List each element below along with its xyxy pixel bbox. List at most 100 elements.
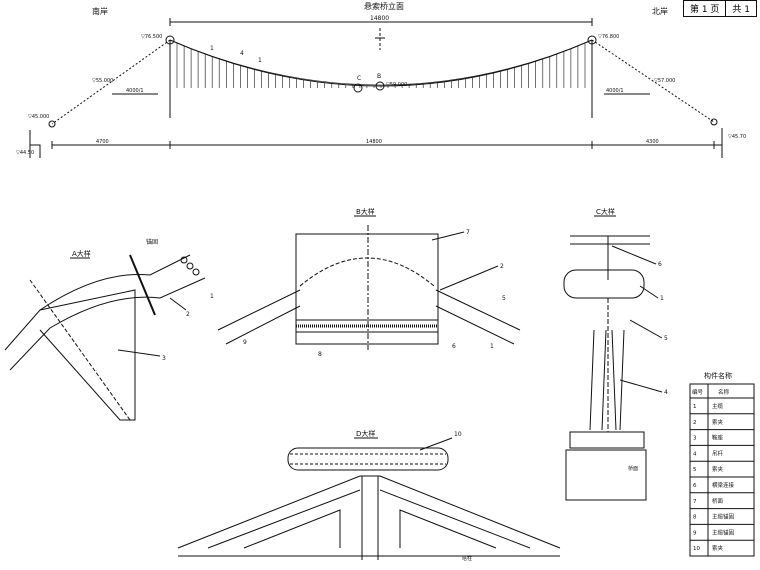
span-left: 4700 bbox=[96, 139, 109, 145]
mark-c: C bbox=[357, 75, 361, 82]
legend-row-no: 9 bbox=[693, 530, 697, 536]
detail-b-label-5: 5 bbox=[502, 295, 506, 302]
elev-mid-right: ▽57.000 bbox=[654, 78, 675, 84]
span-mid: 14800 bbox=[366, 139, 382, 145]
node-c bbox=[353, 83, 363, 93]
tower-inner-d bbox=[207, 489, 531, 549]
legend-row-name: 主缆 bbox=[712, 402, 724, 410]
saddle-left bbox=[165, 35, 175, 45]
legend-header-no: 编号 bbox=[692, 388, 704, 396]
legend-row-no: 1 bbox=[693, 404, 697, 410]
anchor-left bbox=[48, 120, 56, 128]
mark-b: B bbox=[377, 73, 381, 80]
detail-c-label-5: 5 bbox=[664, 335, 668, 342]
slope-right: 4000/1 bbox=[606, 88, 624, 94]
ground-right bbox=[712, 128, 723, 158]
cable-left-b bbox=[217, 289, 301, 345]
saddle-body-a bbox=[39, 289, 136, 421]
clamp-body-c bbox=[563, 269, 645, 299]
detail-a-label-1: 1 bbox=[210, 293, 214, 300]
right-bank-label: 北岸 bbox=[652, 7, 668, 16]
legend-title: 构件名称 bbox=[704, 371, 732, 380]
legend-row-name: 主缆锚固 bbox=[712, 528, 735, 536]
legend-row-name: 索夹 bbox=[712, 544, 724, 552]
ground-left bbox=[29, 130, 41, 158]
clamp-body-d bbox=[287, 447, 449, 471]
legend-row-no: 10 bbox=[693, 546, 700, 552]
detail-c: C大样 6 1 5 4 桥面 bbox=[563, 207, 668, 501]
backstay-right bbox=[591, 39, 715, 123]
detail-a-label-3: 3 bbox=[162, 355, 166, 362]
span-right: 4300 bbox=[646, 139, 659, 145]
slope-left: 4000/1 bbox=[126, 88, 144, 94]
hanger-socket-c bbox=[569, 431, 645, 449]
detail-b-label-7: 7 bbox=[466, 229, 470, 236]
detail-c-label-deck: 桥面 bbox=[628, 465, 638, 472]
legend-row-no: 4 bbox=[693, 451, 697, 457]
detail-c-title: C大样 bbox=[596, 207, 615, 216]
legend-row-name: 横梁连接 bbox=[712, 481, 735, 489]
legend-row-no: 5 bbox=[693, 467, 697, 473]
saddle-block-b bbox=[295, 233, 439, 345]
legend-row-name: 桥面 bbox=[712, 497, 724, 505]
elev-top-right: ▽76.800 bbox=[598, 34, 619, 40]
detail-b: B大样 7 2 5 1 9 6 8 bbox=[217, 207, 521, 358]
detail-b-label-1: 1 bbox=[490, 343, 494, 350]
detail-a-label-anchor: 锚固 bbox=[146, 238, 158, 246]
elevation-title: 悬索桥立面 bbox=[364, 1, 404, 11]
backstay-left bbox=[51, 39, 171, 125]
hanger-label-1b: 1 bbox=[258, 57, 262, 64]
saddle-right bbox=[587, 35, 597, 45]
legend-row-name: 鞍座 bbox=[712, 434, 724, 442]
legend-row-name: 索夹 bbox=[712, 465, 724, 473]
legend-row-name: 索夹 bbox=[712, 418, 724, 426]
legend-row-name: 吊杆 bbox=[712, 449, 724, 457]
elev-low-left: ▽45.000 bbox=[28, 114, 49, 120]
legend-row-no: 7 bbox=[693, 499, 697, 505]
cable-right-b bbox=[435, 289, 521, 345]
legend-row-no: 8 bbox=[693, 515, 697, 521]
detail-d: D大样 10 塔柱 bbox=[177, 429, 561, 562]
legend-table: 构件名称 编号 名称 1 主缆 2 索夹 3 鞍座 4 吊杆 5 索夹 6 横梁连接 7 桥面 8 主缆锚固 9… bbox=[689, 371, 755, 557]
anchor-right bbox=[710, 118, 718, 126]
detail-a: A大样 锚固 1 2 3 bbox=[4, 238, 214, 421]
elevation-view: 南岸 北岸 悬索桥立面 14800 ▽76.500 ▽76.800 C B ▽5… bbox=[16, 1, 746, 158]
elev-top-left: ▽76.500 bbox=[141, 34, 162, 40]
legend-row-no: 6 bbox=[693, 483, 697, 489]
elev-ground-right: ▽45.70 bbox=[728, 134, 746, 140]
detail-d-base-label: 塔柱 bbox=[462, 555, 472, 562]
center-elev: ▽59.000 bbox=[386, 82, 407, 88]
detail-c-label-6: 6 bbox=[658, 261, 662, 268]
legend-frame bbox=[689, 383, 755, 557]
left-bank-label: 南岸 bbox=[92, 6, 108, 16]
main-span-dim: 14800 bbox=[370, 15, 389, 22]
legend-row-no: 3 bbox=[693, 436, 697, 442]
elev-mid-left: ▽55.000 bbox=[92, 78, 113, 84]
detail-b-label-6: 6 bbox=[452, 343, 456, 350]
detail-c-label-1: 1 bbox=[660, 295, 664, 302]
detail-a-label-2: 2 bbox=[186, 311, 190, 318]
hangers bbox=[176, 43, 586, 88]
hanger-label-4: 4 bbox=[240, 50, 244, 57]
sheet-title-box: 第 1 页 共 1 bbox=[682, 0, 757, 17]
hanger-rods-c bbox=[589, 329, 625, 431]
detail-a-title: A大样 bbox=[72, 249, 91, 258]
clamp-bar-a bbox=[129, 254, 156, 316]
tower-frame-d bbox=[177, 475, 561, 549]
detail-d-title: D大样 bbox=[356, 429, 375, 438]
deck-beam-c bbox=[565, 449, 647, 501]
elev-ground-left: ▽44.50 bbox=[16, 150, 34, 156]
hanger-label-1: 1 bbox=[210, 45, 214, 52]
legend-row-no: 2 bbox=[693, 420, 697, 426]
detail-b-title: B大样 bbox=[356, 207, 375, 216]
page-label: 第 1 页 bbox=[689, 5, 720, 15]
total-label: 共 1 bbox=[725, 1, 756, 16]
detail-d-label-10: 10 bbox=[454, 431, 462, 438]
cable-lower-a bbox=[9, 277, 206, 371]
legend-header-name: 名称 bbox=[718, 388, 730, 396]
node-b bbox=[375, 81, 385, 91]
detail-b-label-9: 9 bbox=[243, 339, 247, 346]
detail-b-label-2: 2 bbox=[500, 263, 504, 270]
